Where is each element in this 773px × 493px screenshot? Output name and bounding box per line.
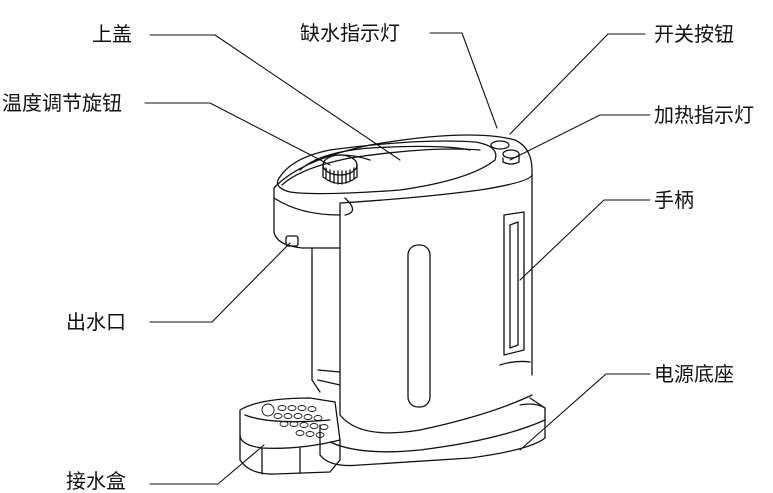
label-lid: 上盖	[92, 22, 132, 46]
label-outlet: 出水口	[66, 310, 126, 334]
label-switch: 开关按钮	[654, 22, 734, 46]
leader-water-indicator	[429, 32, 498, 129]
leader-lines	[144, 32, 651, 485]
outlet-drawing	[285, 235, 299, 247]
kettle-body	[273, 134, 533, 434]
kettle-lid	[276, 140, 497, 216]
leader-heat-indicator	[509, 114, 651, 161]
leader-switch	[509, 33, 646, 135]
label-water-indicator: 缺水指示灯	[300, 21, 400, 45]
label-temp-knob: 温度调节旋钮	[2, 91, 122, 115]
leader-base	[519, 373, 651, 451]
label-heat-indicator: 加热指示灯	[654, 103, 754, 127]
label-handle: 手柄	[654, 188, 694, 212]
leader-outlet	[149, 242, 291, 323]
leader-drip-tray	[149, 444, 265, 485]
leader-temp-knob	[144, 102, 331, 166]
drip-tray-drawing	[239, 397, 341, 475]
power-base	[319, 397, 546, 467]
tray-grille	[261, 403, 329, 438]
temp-knob-drawing	[314, 154, 371, 185]
label-drip-tray: 接水盒	[66, 469, 126, 493]
leader-lid	[149, 34, 401, 161]
leader-handle	[519, 199, 651, 281]
top-buttons	[490, 140, 520, 165]
label-base: 电源底座	[654, 362, 734, 386]
